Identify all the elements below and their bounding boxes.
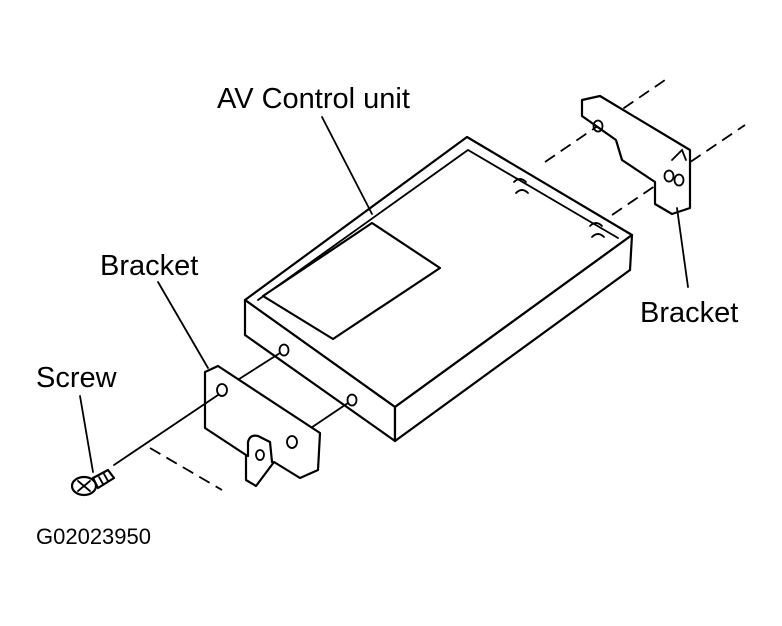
bracket-left-hole xyxy=(255,449,265,461)
bracket-right xyxy=(580,94,692,216)
unit-slot xyxy=(515,189,529,194)
label-av-control-unit: AV Control unit xyxy=(217,83,410,115)
leader-lines xyxy=(79,116,689,473)
bracket-right-tab xyxy=(671,148,687,161)
leader-line-bracket-right xyxy=(676,207,689,288)
bracket-left-hole xyxy=(286,435,298,449)
unit-label-panel xyxy=(261,221,442,341)
bracket-right-hole xyxy=(673,173,685,187)
unit-slot xyxy=(513,178,527,183)
figure-code: G02023950 xyxy=(36,524,151,549)
unit-top-rim xyxy=(257,148,619,301)
alignment-line-right-upper xyxy=(544,79,666,163)
unit-hole xyxy=(346,393,358,407)
label-bracket-left: Bracket xyxy=(100,250,198,282)
leader-line-unit xyxy=(321,116,373,215)
alignment-line-left xyxy=(149,447,223,491)
unit-hole xyxy=(278,343,290,357)
av-control-unit xyxy=(243,135,634,443)
screw-shank xyxy=(91,468,116,490)
bracket-right-plate xyxy=(580,94,692,216)
label-bracket-right: Bracket xyxy=(640,297,738,329)
screw-thread xyxy=(98,476,104,485)
bracket-right-hole xyxy=(592,119,604,133)
unit-side-face xyxy=(393,233,634,443)
bracket-right-hole xyxy=(663,169,675,183)
screw-slot xyxy=(77,480,91,492)
screw xyxy=(70,468,116,497)
leader-line-screw xyxy=(79,395,94,473)
label-screw: Screw xyxy=(36,362,118,394)
bracket-left-tab xyxy=(246,434,274,464)
unit-slot xyxy=(591,233,605,238)
bracket-left xyxy=(203,364,322,488)
screw-guide-line xyxy=(113,394,219,466)
leader-line-bracket-left xyxy=(157,281,209,369)
bracket-left-hole xyxy=(216,383,228,397)
screw-thread xyxy=(103,473,109,482)
bracket-left-plate xyxy=(203,364,322,488)
unit-slot xyxy=(589,222,603,227)
